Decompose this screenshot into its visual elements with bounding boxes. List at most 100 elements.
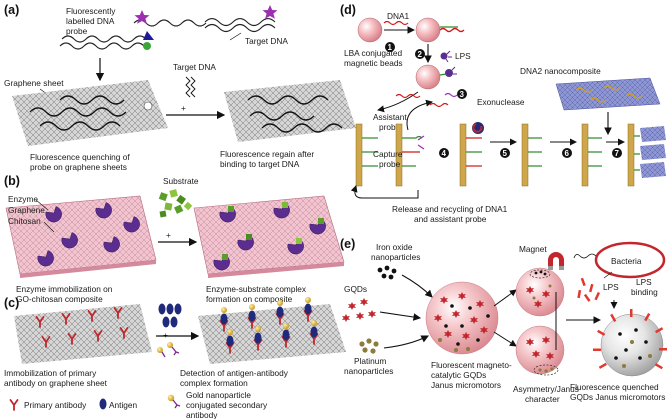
- assistant-label-1: Assistant: [373, 112, 407, 122]
- assistant-probe-strand: [444, 92, 458, 98]
- regain-caption-1: Fluorescence regain after: [220, 149, 314, 159]
- lps-label-e: LPS: [603, 282, 619, 292]
- lps-bound-cluster: [439, 66, 457, 77]
- step-3-number: 3: [460, 90, 465, 99]
- graphene-mesh-c-left: [14, 304, 152, 364]
- antigen-cluster: [158, 303, 182, 328]
- magnetic-bead: [357, 17, 383, 43]
- bead-with-dna1: [415, 17, 441, 43]
- lps-binding-label-2: binding: [631, 287, 658, 297]
- sheet-edge-right: [208, 262, 344, 278]
- legend-c: Primary antibody Antigen Gold nanopartic…: [9, 390, 268, 419]
- capture-label-2: probe: [379, 159, 401, 169]
- step-2-number: 2: [418, 50, 423, 59]
- lba-label-1: LBA conjugated: [344, 48, 403, 58]
- bacteria-label: Bacteria: [611, 256, 642, 266]
- primary-antibody-icon: [9, 399, 19, 411]
- detection-caption-1: Detection of antigen-antibody: [180, 368, 289, 378]
- antigen-icon: [99, 398, 107, 410]
- micromotor-label-2: catalytic GQDs: [431, 370, 486, 380]
- platinum-label-1: Platinum: [354, 356, 386, 366]
- step-5-number: 5: [503, 149, 508, 158]
- star-fluorophore-icon: [134, 10, 150, 24]
- quenched-probe: [39, 121, 121, 131]
- plus-a: +: [181, 103, 186, 113]
- micromotor-label-1: Fluorescent magneto-: [431, 360, 512, 370]
- substrate-cubes: [158, 189, 193, 218]
- dna2-nanocomposite: [555, 77, 661, 111]
- micromotor-contents: [434, 292, 490, 352]
- dna1-strand: [383, 20, 409, 26]
- electrode-1: [355, 123, 378, 187]
- step-1-number: 1: [388, 43, 393, 52]
- exonuclease-label: Exonuclease: [477, 97, 525, 107]
- primary-caption-1: Immobilization of primary: [4, 368, 97, 378]
- step-5-icon: [500, 148, 510, 158]
- dna2-label: DNA2 nanocomposite: [520, 66, 601, 76]
- enzyme-substrate-complexes: [213, 202, 326, 271]
- flagella-icon: [573, 253, 597, 259]
- iron-oxide-label-2: nanoparticles: [371, 252, 420, 262]
- magnet-label: Magnet: [519, 244, 547, 254]
- janus-label-1: Asymmetry/Janus: [513, 384, 579, 394]
- layer-chitosan: Chitosan: [8, 216, 41, 226]
- legend-gold-3: antibody: [186, 410, 218, 419]
- target-dna-strand: [190, 76, 196, 98]
- lba-label-2: magnetic beads: [344, 58, 403, 68]
- panel-e: (e) Iron oxide nanoparticles GQDs Platin…: [340, 237, 667, 404]
- complex-caption-2: formation on composite: [206, 294, 293, 304]
- panel-b: (b) Substrate Enzyme Graphene Chitosan +: [4, 174, 345, 304]
- plus-c: +: [163, 330, 168, 340]
- graphene-sheet-label: Graphene sheet: [4, 78, 64, 88]
- circle-fluorophore-icon: [143, 42, 151, 50]
- bound-lps-rods: [593, 309, 667, 370]
- gold-ab-cluster: [157, 342, 180, 358]
- step-7-number: 7: [615, 149, 620, 158]
- platinum-label-2: nanoparticles: [344, 366, 393, 376]
- step-3-icon: [457, 89, 467, 99]
- free-dna1: [395, 93, 421, 99]
- electrode-5: [581, 123, 602, 187]
- labelled-dna-probes: [59, 10, 207, 50]
- platinum-particles: [359, 338, 379, 354]
- electrode-4: [521, 123, 542, 187]
- graphene-mesh-right: [224, 80, 356, 142]
- bacteria-icon: [594, 241, 666, 279]
- recycle-arrow: [350, 185, 419, 199]
- secondary-antibody-icon: [172, 399, 181, 409]
- step-4-icon: [439, 148, 449, 158]
- quench-caption-2: probe on graphene sheets: [30, 162, 127, 172]
- panel-a-label: (a): [4, 3, 19, 17]
- immob-caption-1: Enzyme immobilization on: [16, 284, 113, 294]
- layer-enzyme: Enzyme: [8, 194, 38, 204]
- panel-d: (d) DNA1 1 LBA conjugated magnetic beads…: [340, 3, 666, 224]
- step-1-icon: [385, 42, 395, 52]
- panel-a: (a) Fluorescently labelled DNA probe Tar…: [4, 3, 356, 172]
- target-dna-strand: [185, 76, 191, 98]
- graphene-mesh-left: [12, 80, 168, 146]
- quenched-probe: [29, 107, 127, 117]
- substrate-label: Substrate: [163, 176, 199, 186]
- target-dna-label-mid: Target DNA: [173, 62, 216, 72]
- regain-caption-2: binding to target DNA: [220, 159, 300, 169]
- release-caption-1: Release and recycling of DNA1: [392, 204, 508, 214]
- magnet-aligned-sphere: [515, 267, 565, 317]
- triangle-fluorophore-icon: [143, 31, 154, 40]
- step-4-number: 4: [442, 149, 447, 158]
- step-6-number: 6: [565, 149, 570, 158]
- arrow-to-janus: [493, 331, 517, 347]
- lps-icon: [440, 50, 452, 63]
- immob-caption-2: GO-chitosan composite: [16, 294, 103, 304]
- micromotor-label-3: Janus micromotors: [431, 380, 501, 390]
- iron-oxide-label-1: Iron oxide: [376, 242, 413, 252]
- sheet-edge-left: [20, 260, 156, 278]
- arrow-iron-oxide: [401, 274, 433, 298]
- probe-label-3: probe: [66, 26, 88, 36]
- magnet-icon: [548, 252, 564, 270]
- antigen-antibody-complexes: [219, 297, 319, 354]
- primary-caption-2: antibody on graphene sheet: [4, 378, 108, 388]
- arrow-gqds: [379, 311, 422, 321]
- legend-gold-2: conjugated secondary: [186, 400, 268, 410]
- arrow-platinum: [383, 335, 429, 349]
- complex-caption-1: Enzyme-substrate complex: [206, 284, 307, 294]
